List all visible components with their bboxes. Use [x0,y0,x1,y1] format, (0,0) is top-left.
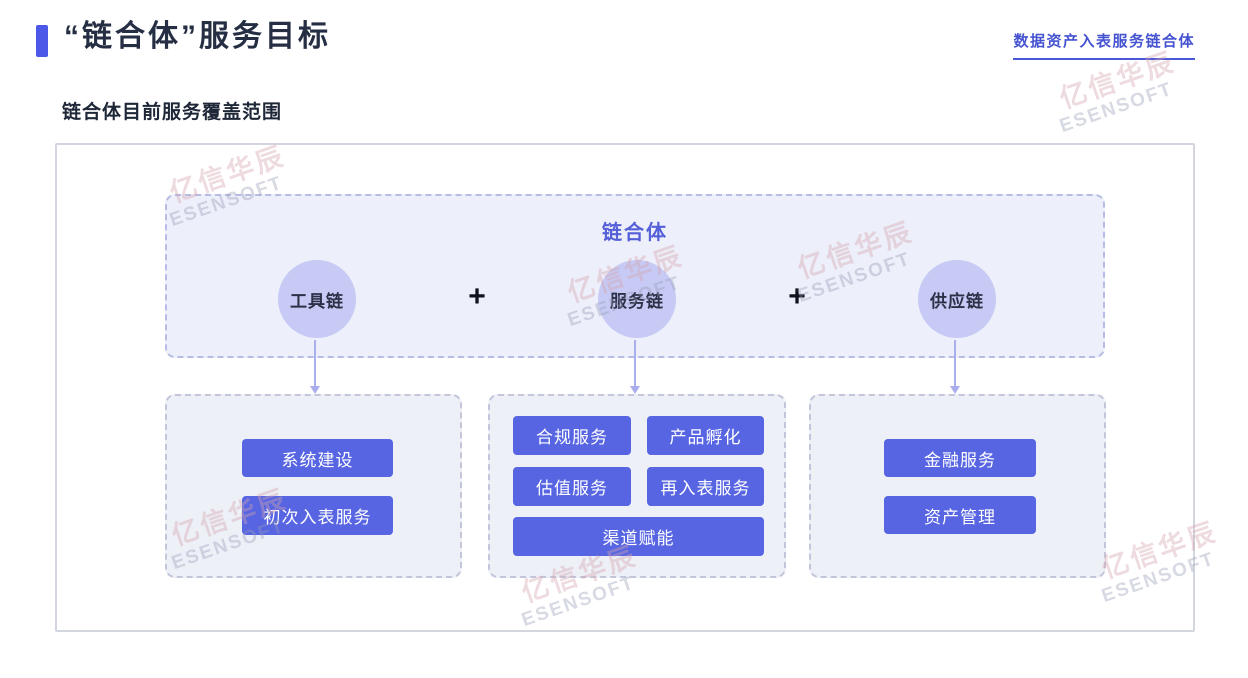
service-tag: 合规服务 [513,416,631,455]
diagram-panel: 链合体 工具链 + 服务链 + 供应链 系统建设 初次入表服务 合规服务 产品孵… [55,143,1195,632]
plus-sign: + [468,280,486,313]
down-arrow-icon [310,340,320,394]
chain-circle-supply: 供应链 [918,260,996,338]
chain-circle-service: 服务链 [598,260,676,338]
supply-chain-services-box: 金融服务 资产管理 [809,394,1106,578]
watermark-en: ESENSOFT [1057,78,1176,137]
header-link: 数据资产入表服务链合体 [1013,30,1195,60]
service-tag: 渠道赋能 [513,517,764,556]
down-arrow-icon [630,340,640,394]
chain-circle-tool: 工具链 [278,260,356,338]
down-arrow-icon [950,340,960,394]
plus-sign: + [788,280,806,313]
service-tag: 初次入表服务 [242,496,393,535]
service-tag: 再入表服务 [647,467,764,506]
chain-union-title: 链合体 [602,222,668,244]
service-tag: 系统建设 [242,439,393,477]
tool-chain-services-box: 系统建设 初次入表服务 [165,394,462,578]
service-chain-services-box: 合规服务 产品孵化 估值服务 再入表服务 渠道赋能 [488,394,786,578]
service-tag: 资产管理 [884,496,1036,534]
service-tag: 金融服务 [884,439,1036,477]
chain-union-box: 链合体 工具链 + 服务链 + 供应链 [165,194,1105,358]
page-title: “链合体”服务目标 [64,20,331,53]
service-tag: 产品孵化 [647,416,764,455]
service-tag: 估值服务 [513,467,631,506]
section-subtitle: 链合体目前服务覆盖范围 [62,102,283,123]
title-accent-bar [36,25,48,57]
